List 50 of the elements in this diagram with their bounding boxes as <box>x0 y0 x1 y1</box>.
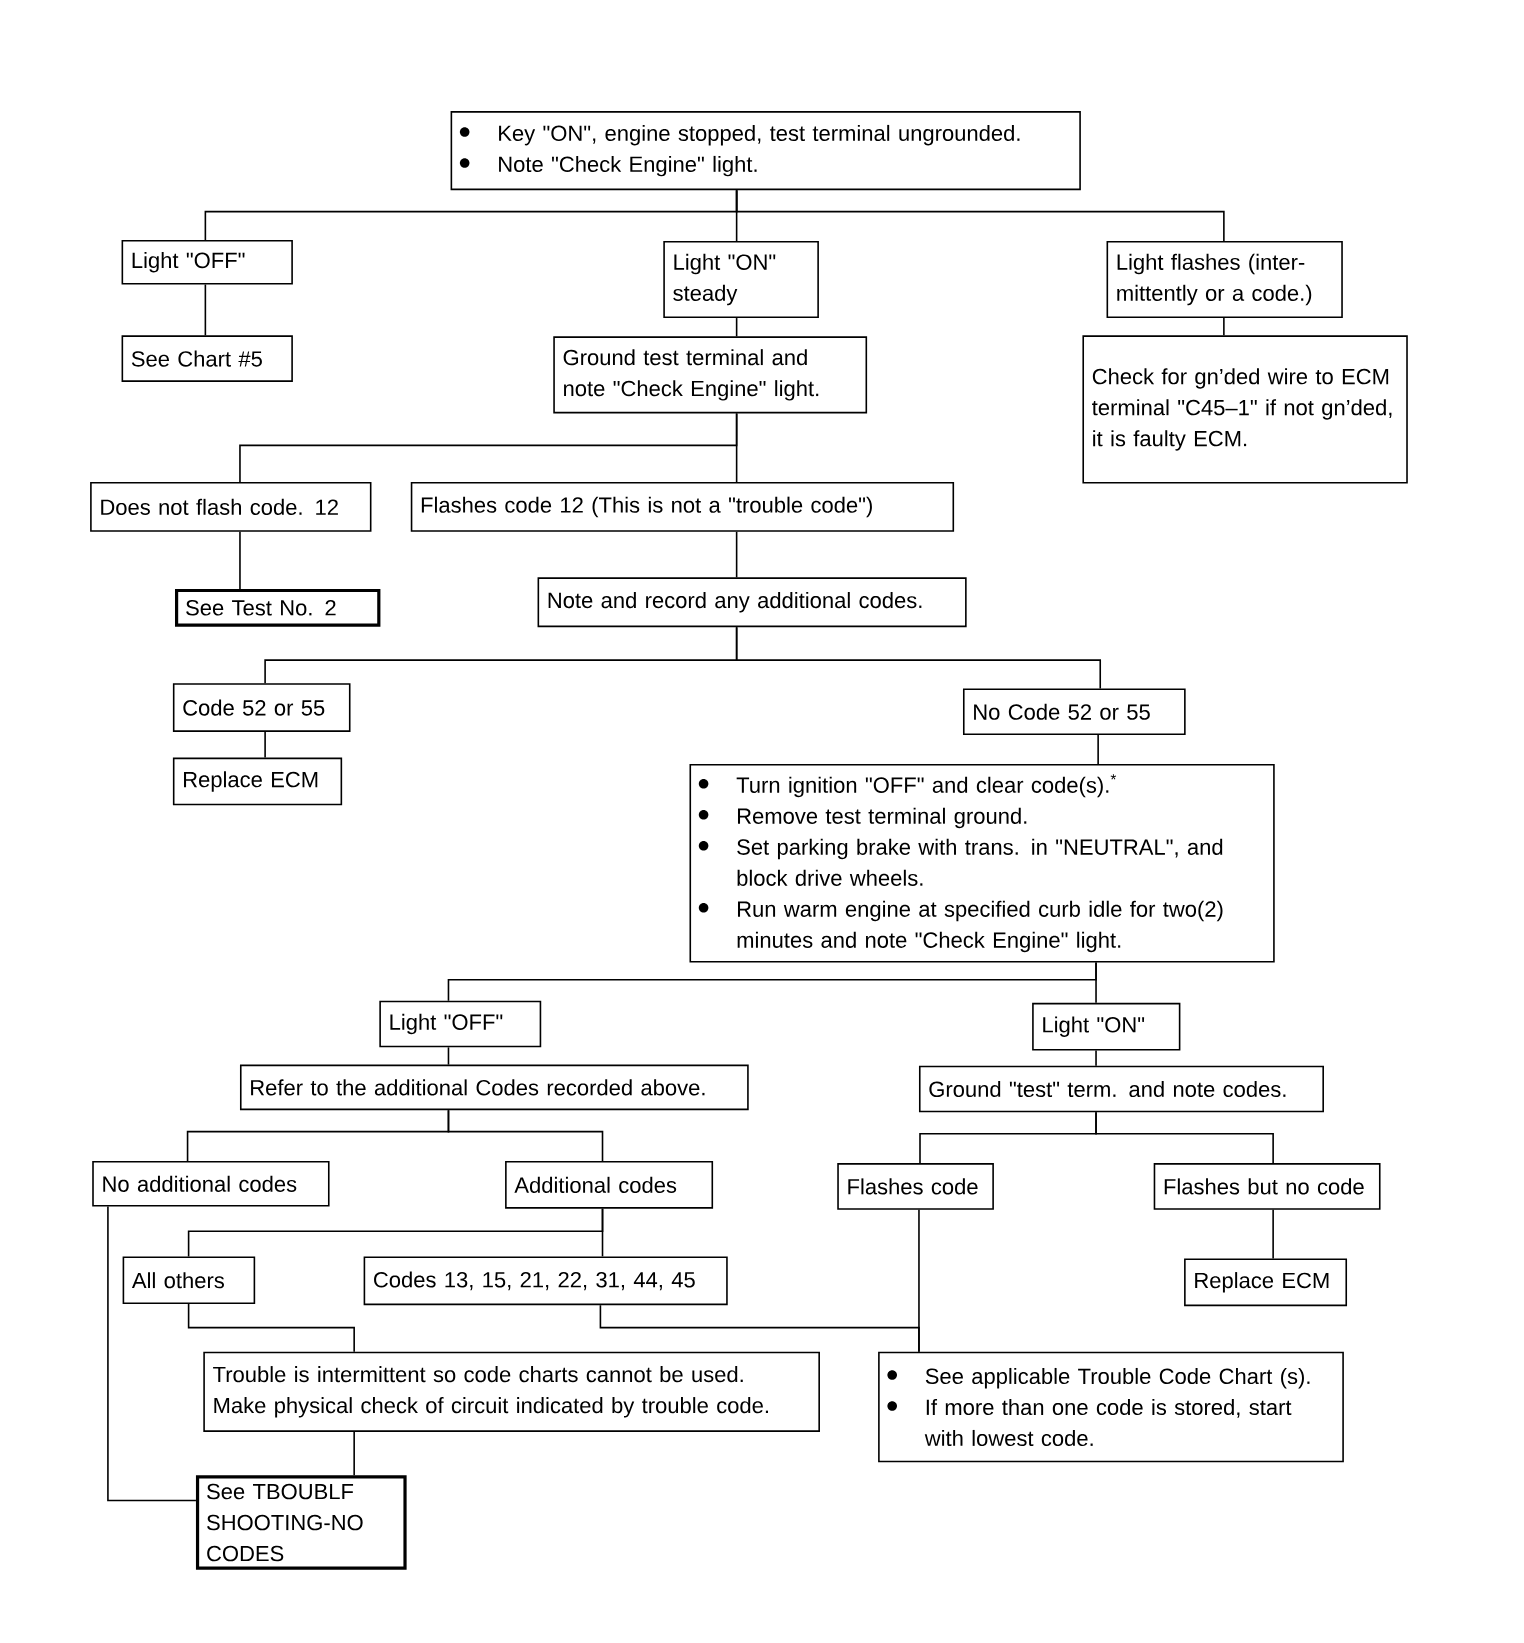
step-box: Additional codes <box>505 1161 714 1209</box>
step-box: Light flashes (inter-mittently or a code.) <box>1106 241 1344 319</box>
step-box: Flashes but no code <box>1153 1163 1381 1210</box>
step-box: Light "OFF" <box>379 1000 542 1048</box>
step-box: Turn ignition "OFF" and clear code(s).$^{*}$ Remove test terminal ground. Set parking brake with trans. in "NEUTRAL", and block drive wheels. Run warm engine at specified curb idle for two(2) minutes and note "Check Engine" light. <box>689 763 1275 963</box>
step-box: Codes 13, 15, 21, 22, 31, 44, 45 <box>363 1256 728 1306</box>
step-box: Check for gn’ded wire to ECM terminal "C45–1" if not gn’ded, it is faulty ECM. <box>1082 335 1409 484</box>
step-box: Replace ECM <box>173 757 343 806</box>
connector-line <box>1097 734 1100 765</box>
connector-line <box>736 189 1225 242</box>
connector-line <box>204 283 207 337</box>
step-box: Code 52 or 55 <box>173 683 351 732</box>
connector-line <box>736 531 738 579</box>
connector-line <box>736 626 1102 690</box>
step-box: All others <box>122 1256 256 1305</box>
connector-line <box>1095 961 1098 1004</box>
connector-line <box>264 731 267 759</box>
step-box: Refer to the additional Codes recorded above. <box>240 1064 749 1111</box>
step-box: See applicable Trouble Code Chart (s). If more than one code is stored, start with lowest code. <box>878 1351 1345 1463</box>
step-box: See TBOUBLF SHOOTING-NO CODES <box>196 1475 407 1570</box>
step-box: No additional codes <box>92 1161 330 1207</box>
step-box: Note and record any additional codes. <box>537 577 967 628</box>
connector-line <box>1095 1111 1275 1164</box>
step-box: No Code 52 or 55 <box>963 688 1186 736</box>
connector-line <box>107 1205 197 1502</box>
step-box: Flashes code <box>837 1163 995 1210</box>
connector-line <box>1095 1049 1098 1067</box>
connector-line <box>918 1208 920 1353</box>
connector-line <box>736 412 738 483</box>
step-box: Replace ECM <box>1184 1258 1348 1307</box>
connector-line <box>447 1109 604 1162</box>
step-box: Does not flash code. 12 <box>90 482 372 532</box>
connector-line <box>188 1303 356 1353</box>
step-box: Key "ON", engine stopped, test terminal ungrounded. Note "Check Engine" light. <box>450 111 1082 191</box>
connector-line <box>353 1431 356 1477</box>
step-box: Trouble is intermittent so code charts cannot be used. Make physical check of circuit indicated by trouble code. <box>203 1351 821 1432</box>
connector-line <box>601 1207 604 1258</box>
step-box: Flashes code 12 (This is not a "trouble code") <box>410 482 955 532</box>
step-box: See Chart #5 <box>121 335 294 382</box>
step-box: Light "OFF" <box>121 239 294 285</box>
step-box: Ground test terminal and note "Check Engine" light. <box>553 336 868 414</box>
connector-line <box>447 1046 450 1066</box>
connector-line <box>736 317 738 338</box>
connector-line <box>1223 317 1225 337</box>
connector-line <box>1272 1208 1275 1260</box>
step-box: See Test No. 2 <box>175 588 381 627</box>
step-box: Light "ON" <box>1032 1002 1181 1051</box>
step-box: Light "ON" steady <box>663 241 820 319</box>
step-box: Ground "test" term. and note codes. <box>919 1065 1325 1113</box>
connector-line <box>239 531 241 590</box>
